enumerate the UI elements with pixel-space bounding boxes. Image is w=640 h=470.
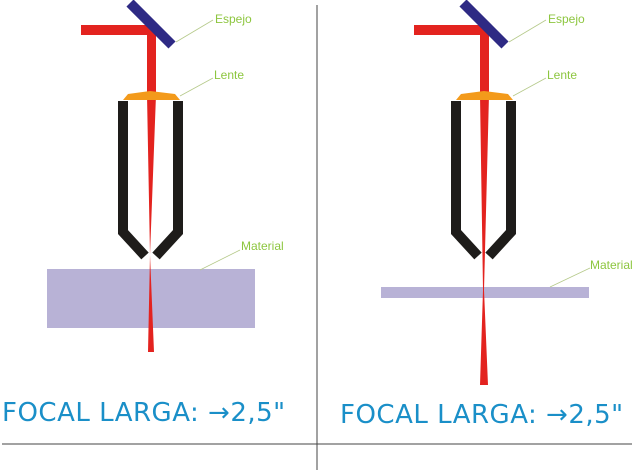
lens-leader-line [512,77,547,97]
mirror-leader-line [508,19,547,43]
lens-label: Lente [547,68,577,82]
lens-leader-line [179,77,214,97]
material-leader-line [199,249,241,271]
laser-beam-horizontal [414,25,489,35]
material-leader-line [549,267,591,288]
focal-caption: FOCAL LARGA: →2,5" [340,400,624,430]
mirror-label: Espejo [215,12,252,26]
focal-caption: FOCAL LARGA: →2,5" [2,398,286,428]
material-label: Material [241,239,284,253]
nozzle-right-wall [152,101,183,260]
lens-icon [456,91,513,100]
laser-beam-vertical [147,30,156,352]
mirror-icon [126,0,176,49]
laser-beam-horizontal [81,25,156,35]
nozzle-right-wall [485,101,516,260]
panel-right: Espejo Lente Material FOCAL LARGA: →2,5" [340,0,633,430]
mirror-leader-line [175,19,214,43]
mirror-icon [459,0,509,49]
lens-label: Lente [214,68,244,82]
lens-icon [123,91,180,100]
mirror-label: Espejo [548,12,585,26]
material-sheet [381,287,589,298]
panel-left: Espejo Lente Material FOCAL LARGA: →2,5" [2,0,286,428]
laser-beam-vertical [480,30,489,385]
nozzle-left-wall [118,101,149,260]
material-label: Material [590,258,633,272]
nozzle-left-wall [451,101,482,260]
